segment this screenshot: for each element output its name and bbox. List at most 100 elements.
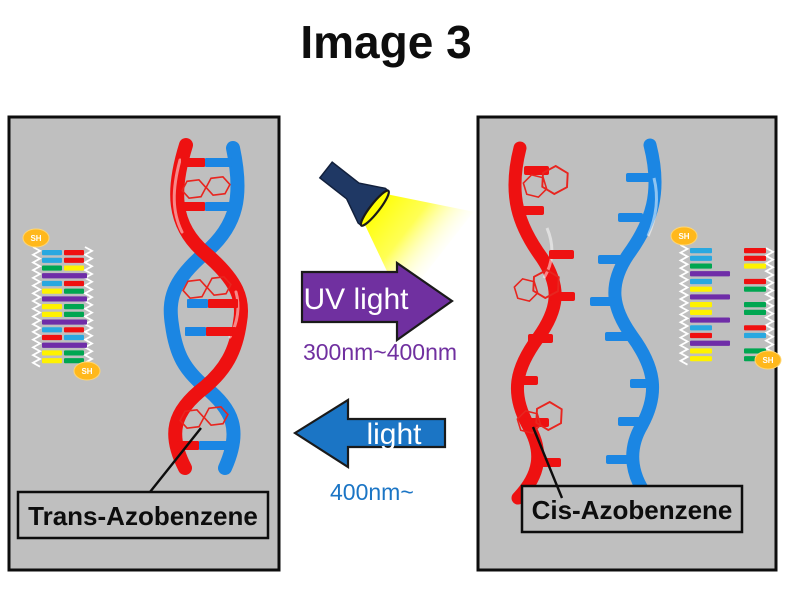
base-pair-bar xyxy=(42,296,87,302)
flashlight-lens xyxy=(359,189,390,227)
base-pair-bar xyxy=(690,340,730,346)
base-pair-bar xyxy=(690,317,730,323)
base-pair-bar xyxy=(64,311,84,317)
base-pair-bar xyxy=(690,271,730,277)
base-pair-bar xyxy=(690,348,712,354)
base-pair-bar xyxy=(42,288,62,294)
separated-probe-left xyxy=(690,248,730,362)
base-pair-bar xyxy=(64,280,84,287)
strand-stub xyxy=(626,173,651,182)
cis-label: Cis-Azobenzene xyxy=(532,495,733,525)
base-pair-bar xyxy=(690,286,712,292)
strand-stub xyxy=(598,255,623,264)
dna-double-helix xyxy=(163,138,249,475)
base-pair-bar xyxy=(744,278,766,285)
base-pair-bar xyxy=(744,263,766,269)
base-pair-bar xyxy=(42,257,62,263)
sh-badge xyxy=(73,361,101,381)
strand-stub xyxy=(549,250,574,259)
red-strand xyxy=(168,138,249,475)
base-pair-bar xyxy=(42,273,87,279)
trans-label: Trans-Azobenzene xyxy=(28,501,258,531)
sh-label: SH xyxy=(762,356,773,365)
base-pair-rung xyxy=(181,158,205,167)
sh-label: SH xyxy=(30,234,41,243)
base-pair-rung xyxy=(185,327,206,336)
base-pair-bar xyxy=(42,327,62,333)
base-pair-bar xyxy=(690,263,712,269)
base-pair-bar xyxy=(64,288,84,294)
base-pair-bar xyxy=(42,265,62,271)
base-pair-bar xyxy=(64,265,84,271)
base-pair-rung xyxy=(208,299,238,308)
base-pair-bar xyxy=(690,278,712,285)
strand-stub xyxy=(606,455,631,464)
base-pair-bar xyxy=(64,304,84,310)
base-pair-bar xyxy=(64,334,84,341)
base-pair-bar xyxy=(690,294,730,300)
blue-strand-stubs xyxy=(590,173,655,464)
base-pair-bar xyxy=(42,342,87,348)
base-pair-bar xyxy=(690,248,712,254)
base-pair-bar xyxy=(690,255,712,261)
backbone-zigzag xyxy=(764,247,775,369)
base-pair-rung xyxy=(206,327,236,336)
base-pair-bar xyxy=(42,350,62,356)
blue-strand xyxy=(608,138,662,507)
uv-arrow: UV light xyxy=(300,260,454,343)
sh-badge xyxy=(670,226,698,246)
base-pair-bar xyxy=(42,311,62,317)
visible-light-arrow-label: light xyxy=(366,418,422,451)
base-pair-bar xyxy=(690,356,712,362)
base-pair-bar xyxy=(744,286,766,292)
base-pair-bar xyxy=(42,304,62,310)
base-pair-bar xyxy=(42,358,62,364)
backbone-zigzag xyxy=(31,246,42,368)
base-pair-bar xyxy=(744,332,766,339)
page-title: Image 3 xyxy=(300,16,471,68)
uv-arrow-shape xyxy=(300,260,454,343)
separated-probe: SH SH xyxy=(670,226,782,370)
visible-light-arrow-shape xyxy=(292,398,447,470)
base-pair-rungs xyxy=(177,158,238,450)
sh-label: SH xyxy=(678,232,689,241)
visible-light-arrow: light xyxy=(292,398,447,470)
base-pair-bar xyxy=(744,248,766,254)
sh-badge xyxy=(22,228,50,248)
strand-stub xyxy=(528,334,553,343)
callout-line xyxy=(149,427,202,493)
base-pair-bar xyxy=(690,325,712,331)
base-pair-bar xyxy=(64,358,84,364)
strand-highlight xyxy=(646,177,658,237)
base-pair-bar xyxy=(690,332,712,339)
strand-stub xyxy=(550,292,575,301)
base-pair-bar xyxy=(64,250,84,256)
sh-label: SH xyxy=(81,367,92,376)
base-pair-bar xyxy=(744,255,766,261)
probe-base-pairs xyxy=(42,250,87,364)
duplex-probe: SH SH xyxy=(22,228,101,381)
strand-stub xyxy=(630,379,655,388)
blue-single-strand xyxy=(590,138,662,507)
base-pair-bar xyxy=(42,334,62,341)
strand-stub xyxy=(590,297,615,306)
base-pair-bar xyxy=(42,250,62,256)
base-pair-bar xyxy=(744,302,766,308)
probe-backbones xyxy=(678,244,775,369)
base-pair-bar xyxy=(744,309,766,315)
base-pair-bar xyxy=(690,302,712,308)
base-pair-bar xyxy=(64,350,84,356)
base-pair-bar xyxy=(42,319,87,325)
strand-stub xyxy=(605,332,630,341)
strand-stub xyxy=(519,206,544,215)
strand-stub xyxy=(618,417,643,426)
base-pair-bar xyxy=(64,327,84,333)
strand-stub xyxy=(618,213,643,222)
base-pair-bar xyxy=(690,309,712,315)
trans-label-box xyxy=(16,490,270,540)
callout-line xyxy=(531,426,564,499)
blue-strand xyxy=(163,141,245,475)
base-pair-bar xyxy=(42,280,62,287)
